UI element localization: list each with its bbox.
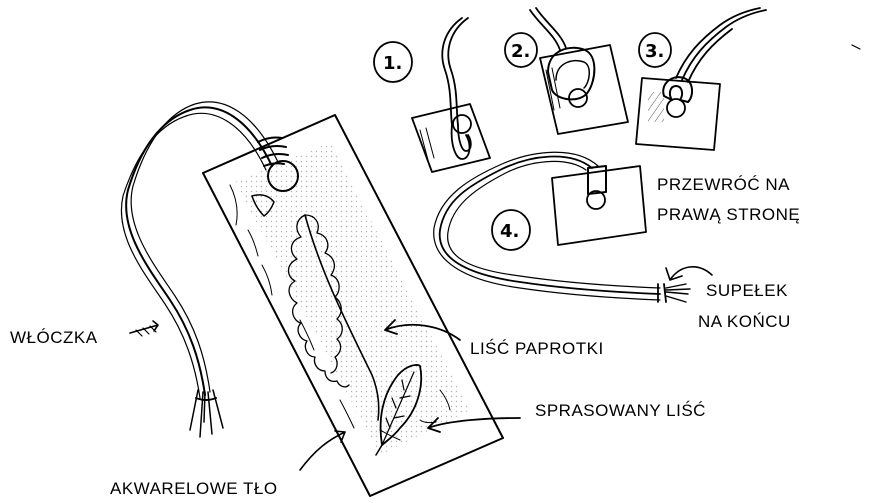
tassel-icon [189, 389, 224, 438]
yarn-loop-icon [547, 46, 596, 101]
step-3: 3. [635, 7, 767, 151]
label-yarn: WŁÓCZKA [10, 328, 98, 347]
step-number-circle [373, 41, 413, 83]
small-leaf-fragment [251, 194, 275, 217]
mini-card [539, 44, 629, 135]
arrow-icon [129, 266, 713, 471]
fern-icon [287, 214, 380, 421]
mini-card [635, 77, 721, 151]
label-knot-line2: NA KOŃCU [698, 312, 791, 331]
step-number: 1. [383, 53, 402, 74]
label-turn-over-line1: PRZEWRÓĆ NA [657, 175, 790, 194]
mini-card [551, 165, 647, 246]
watercolor-background [235, 142, 470, 455]
bookmark [202, 114, 504, 497]
label-pressed-leaf: SPRASOWANY LIŚĆ [535, 401, 706, 420]
step-4: 4. [433, 151, 691, 303]
yarn-icon [120, 101, 289, 438]
yarn-loop-icon [441, 17, 469, 126]
label-watercolor-background: AKWARELOWE TŁO [110, 479, 278, 498]
bookmark-card [202, 114, 504, 497]
step-number: 4. [500, 221, 519, 242]
step-number: 2. [511, 41, 530, 62]
label-fern-leaf: LIŚĆ PAPROTKI [470, 339, 604, 358]
leaf-icon [375, 364, 423, 456]
step-number-circle [491, 209, 531, 251]
stray-mark [851, 44, 861, 50]
step-number-circle [504, 32, 538, 68]
label-knot-line1: SUPEŁEK [706, 281, 788, 300]
step-1: 1. [373, 17, 491, 173]
label-turn-over-line2: PRAWĄ STRONĘ [657, 205, 800, 224]
step-number-circle [638, 32, 672, 68]
step-number: 3. [645, 41, 664, 62]
tassel-icon [665, 283, 691, 303]
bookmark-hole [267, 160, 299, 192]
step-2: 2. [504, 7, 629, 135]
